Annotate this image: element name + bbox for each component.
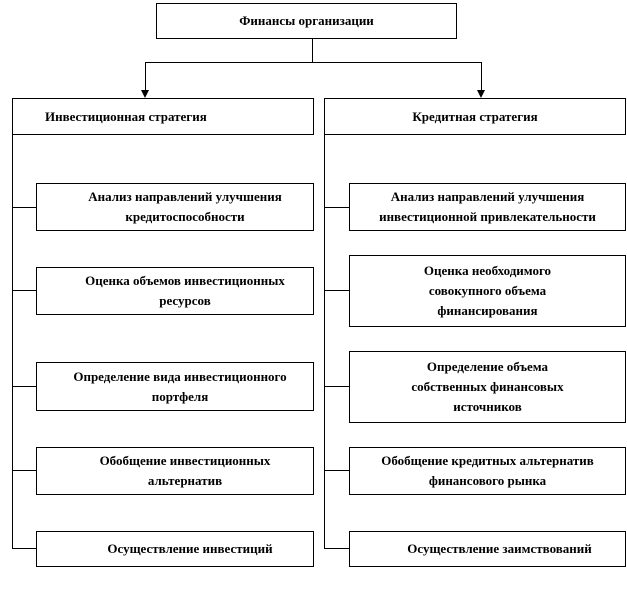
left-step-4: Обобщение инвестиционных альтернатив (36, 447, 314, 495)
right-header-node: Кредитная стратегия (324, 98, 626, 135)
right-step-3: Определение объема собственных финансовы… (349, 351, 626, 423)
left-step-1: Анализ направлений улучшения кредитоспос… (36, 183, 314, 231)
left-step-3: Определение вида инвестиционного портфел… (36, 362, 314, 411)
connector-line (481, 62, 482, 90)
right-step-4: Обобщение кредитных альтернатив финансов… (349, 447, 626, 495)
left-header-node: Инвестиционная стратегия (12, 98, 314, 135)
connector-line (324, 470, 349, 471)
connector-line (324, 548, 349, 549)
connector-line (12, 207, 36, 208)
right-step-1: Анализ направлений улучшения инвестицион… (349, 183, 626, 231)
left-trunk-line (12, 135, 13, 549)
connector-line (145, 62, 146, 90)
connector-line (12, 470, 36, 471)
connector-line (312, 38, 313, 62)
connector-line (324, 386, 349, 387)
right-step-2: Оценка необходимого совокупного объема ф… (349, 255, 626, 327)
connector-line (12, 290, 36, 291)
connector-line (12, 386, 36, 387)
left-step-5: Осуществление инвестиций (36, 531, 314, 567)
connector-line (324, 290, 349, 291)
left-step-2: Оценка объемов инвестиционных ресурсов (36, 267, 314, 315)
root-node: Финансы организации (156, 3, 457, 39)
connector-line (145, 62, 482, 63)
connector-line (12, 548, 36, 549)
arrow-down-icon (141, 90, 149, 98)
right-step-5: Осуществление заимствований (349, 531, 626, 567)
right-trunk-line (324, 135, 325, 549)
connector-line (324, 207, 349, 208)
arrow-down-icon (477, 90, 485, 98)
